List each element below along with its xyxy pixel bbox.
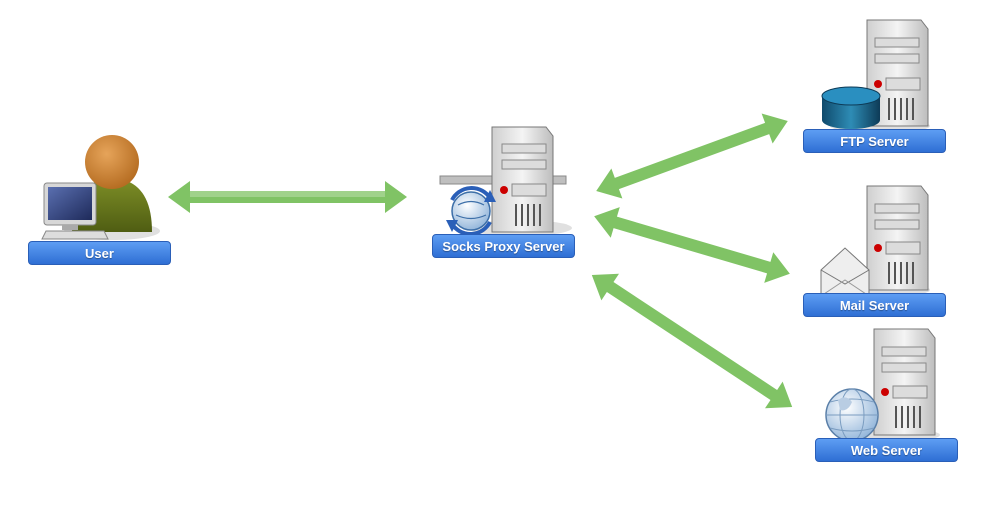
- mail-server-label: Mail Server: [803, 293, 946, 317]
- web-server-label: Web Server: [815, 438, 958, 462]
- arrow-user-proxy: [168, 181, 407, 213]
- arrow-proxy-ftp: [596, 113, 788, 199]
- web-server-globe-icon: [825, 328, 940, 442]
- arrow-proxy-web: [591, 273, 793, 409]
- proxy-server-label: Socks Proxy Server: [432, 234, 575, 258]
- database-server-icon: [821, 19, 930, 133]
- user-at-computer-icon: [41, 135, 160, 240]
- proxy-server-icon: [439, 126, 572, 236]
- arrow-proxy-mail: [594, 207, 790, 283]
- ftp-server-label: FTP Server: [803, 129, 946, 153]
- user-label: User: [28, 241, 171, 265]
- mail-server-icon: [820, 185, 930, 297]
